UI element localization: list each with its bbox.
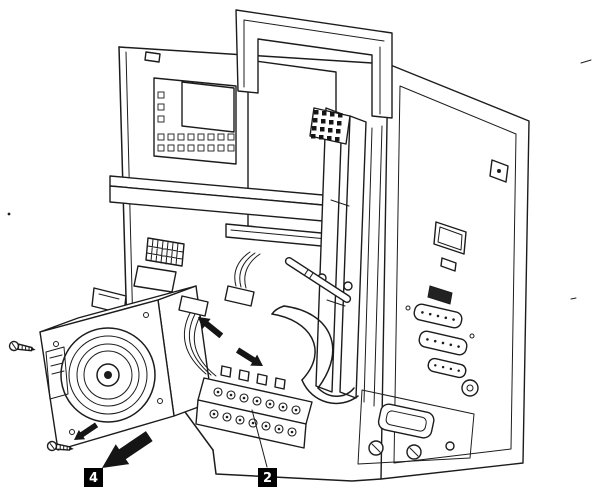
- cable-loop: [271, 305, 359, 405]
- rear-panel-ports: [357, 159, 509, 465]
- power-inlet-opening: [377, 403, 435, 439]
- speck: [580, 59, 592, 64]
- cable-connector: [178, 295, 209, 317]
- din-connector: [461, 379, 479, 397]
- callout-2-box: [258, 468, 277, 487]
- rear-connector-block: [433, 221, 467, 272]
- terminal-tab: [274, 377, 286, 390]
- riser-assembly: [309, 107, 367, 399]
- ribbon-cable-b: [224, 251, 261, 307]
- option-card: [153, 77, 237, 165]
- interior-components: [91, 59, 337, 315]
- callout-4-box: [84, 468, 103, 487]
- connect-arrow-2: [235, 347, 263, 366]
- terminal-screws-row-2: [209, 409, 297, 437]
- fan-mount-screw: [53, 341, 59, 347]
- dsub-connector-3: [427, 357, 467, 379]
- screw-shaft: [17, 343, 33, 352]
- ribbon-cable-a: [178, 295, 217, 377]
- chassis-fold-lines: [363, 125, 383, 407]
- removal-arrow: [102, 431, 153, 468]
- chassis-base-lip: [212, 449, 382, 482]
- power-supply: [39, 285, 213, 451]
- dsub-connector-1: [413, 303, 463, 329]
- dsub-connector-2: [418, 330, 468, 356]
- screw-2: [46, 440, 74, 452]
- small-port: [427, 285, 453, 305]
- fastener: [489, 159, 509, 183]
- port-screw-dot: [469, 333, 475, 339]
- fan-mount-screw: [69, 429, 75, 435]
- speck: [7, 212, 11, 216]
- terminal-screws-row-1: [213, 387, 301, 415]
- fan-mount-screw: [143, 312, 149, 318]
- callout-2-leader: [251, 409, 268, 468]
- riser-pin-header: [309, 107, 351, 145]
- riser-screw: [343, 281, 353, 291]
- screw-arrow: [74, 422, 99, 440]
- speck: [570, 297, 577, 300]
- guide-rod: [284, 257, 352, 303]
- rear-panel-inner-border: [393, 85, 517, 464]
- psu-vent-label: [45, 346, 69, 400]
- cable-connector: [224, 285, 255, 307]
- riser-guide-right: [339, 115, 367, 399]
- port-screw-dot: [405, 305, 411, 311]
- scan-specks: [7, 59, 592, 300]
- terminal-tab: [238, 369, 250, 382]
- terminal-block: [195, 365, 313, 449]
- screw-1: [8, 340, 36, 352]
- carrying-handle: [235, 9, 393, 119]
- connect-arrow-1: [198, 317, 224, 339]
- small-card: [133, 265, 177, 293]
- top-edge-notch: [144, 51, 161, 63]
- pin-block-connector: [145, 237, 185, 267]
- round-opening: [445, 441, 455, 451]
- callout-4-number: 4: [89, 471, 98, 486]
- callout-2-number: 2: [263, 471, 272, 486]
- terminal-tab: [256, 373, 268, 386]
- callout-4: 4: [84, 468, 103, 487]
- terminal-tab: [220, 365, 232, 378]
- power-inlet-panel: [357, 389, 475, 465]
- support-rail: [109, 175, 335, 223]
- cooling-fan: [60, 327, 156, 423]
- fan-mount-screw: [157, 398, 163, 404]
- callout-2: 2: [258, 468, 277, 487]
- riser-guide-left: [315, 107, 343, 393]
- card-pin-grid: [157, 91, 235, 152]
